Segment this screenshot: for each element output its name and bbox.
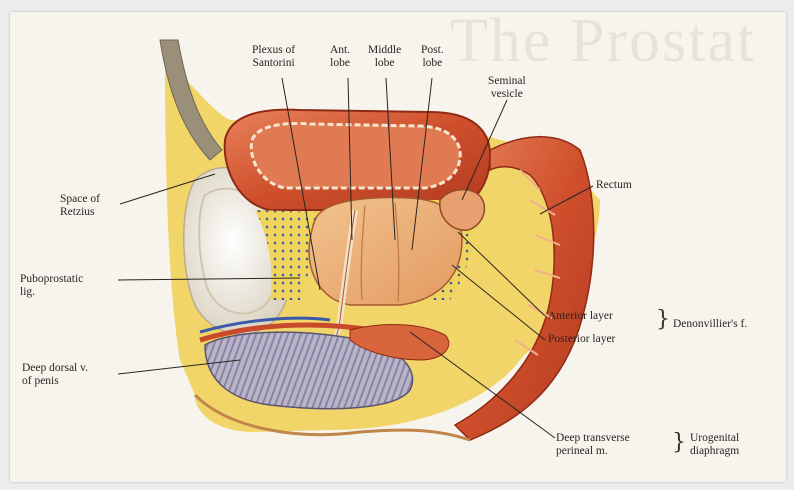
label-deep-transverse-perineal: Deep transverse perineal m. [556, 432, 630, 458]
label-plexus-of-santorini: Plexus of Santorini [252, 44, 295, 70]
label-deep-dorsal-vein: Deep dorsal v. of penis [22, 362, 88, 388]
label-seminal-vesicle: Seminal vesicle [488, 75, 526, 101]
label-middle-lobe: Middle lobe [368, 44, 401, 70]
brace-denonvilliers: } [656, 309, 670, 331]
label-rectum: Rectum [596, 179, 632, 192]
bladder-lumen [251, 123, 460, 188]
label-denonvilliers-fascia: Denonvillier's f. [673, 318, 747, 331]
label-anterior-lobe: Ant. lobe [330, 44, 350, 70]
label-anterior-layer: Anterior layer [548, 310, 613, 323]
label-puboprostatic-lig: Puboprostatic lig. [20, 273, 83, 299]
label-urogenital-diaphragm: Urogenital diaphragm [690, 432, 739, 458]
label-space-of-retzius: Space of Retzius [60, 193, 100, 219]
label-posterior-lobe: Post. lobe [421, 44, 444, 70]
brace-urogenital: } [672, 432, 686, 454]
label-posterior-layer: Posterior layer [548, 333, 615, 346]
prostate-gland [309, 198, 462, 305]
